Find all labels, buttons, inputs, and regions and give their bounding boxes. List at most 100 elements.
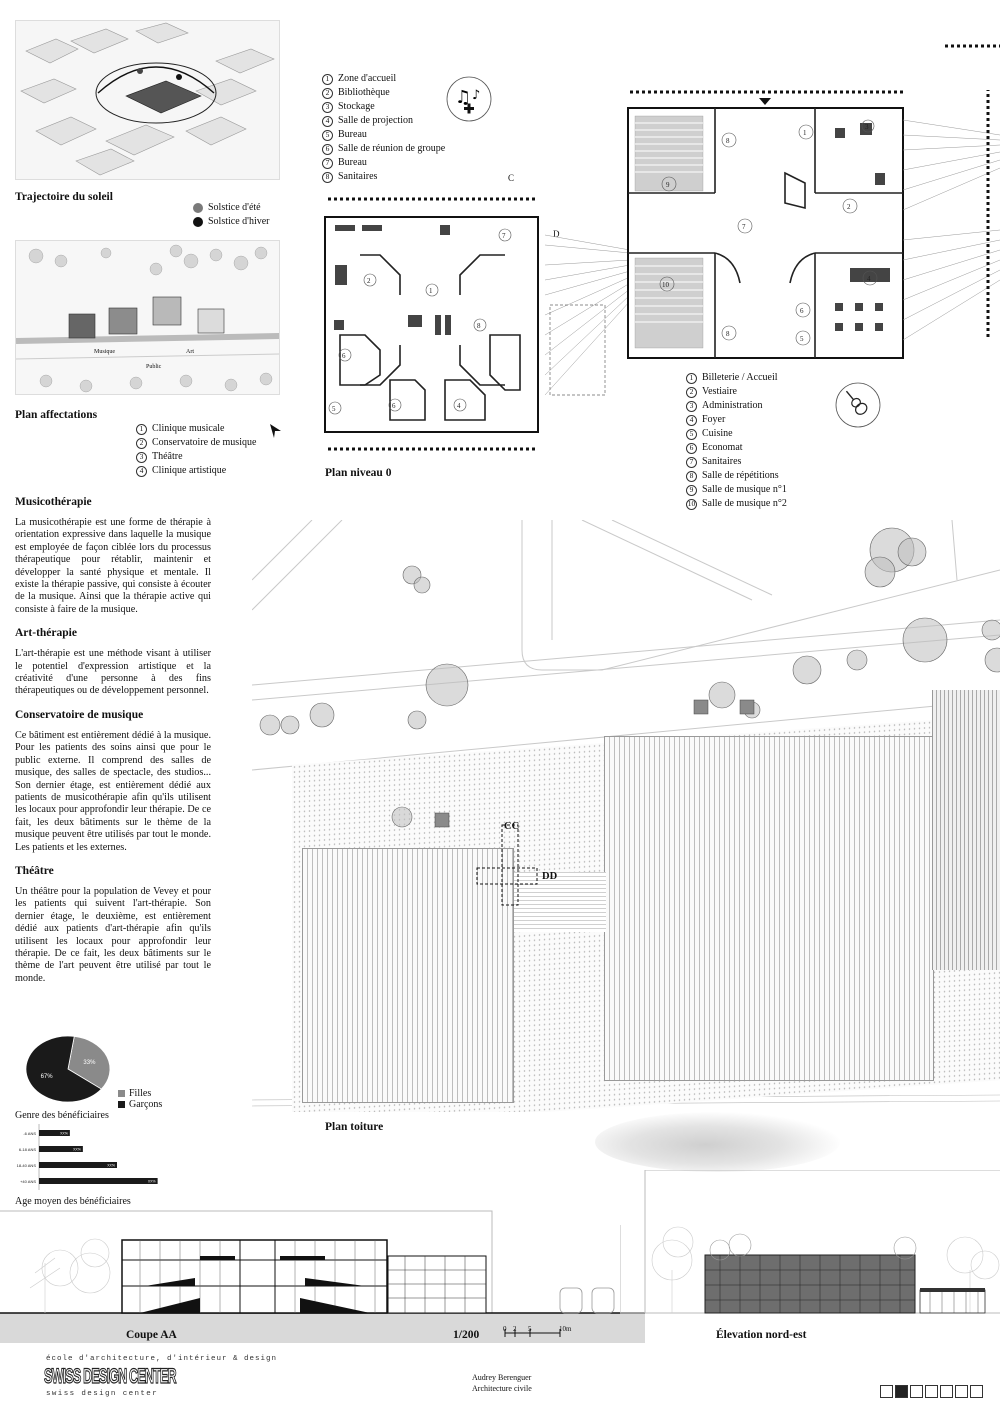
bar-tick-label: +40 ANS xyxy=(20,1179,36,1184)
pie-data-label: 67% xyxy=(41,1074,54,1080)
school-tagline: école d'architecture, d'intérieur & desi… xyxy=(46,1355,278,1363)
svg-text:6: 6 xyxy=(800,307,804,315)
bar-data-label: XX% xyxy=(107,1164,115,1168)
affectations-map: Musique Art Public xyxy=(15,240,280,395)
school-logo: SWISS DESIGN CENTER xyxy=(44,1364,177,1388)
conservatoire-body: Ce bâtiment est entièrement dédié à la m… xyxy=(15,729,211,853)
page-square xyxy=(895,1385,908,1398)
section-mark-c: C xyxy=(508,173,515,183)
plan0-right-stairs xyxy=(903,90,1000,355)
pie-slice-0 xyxy=(67,1035,111,1090)
boys-swatch-icon xyxy=(118,1101,125,1109)
svg-text:2: 2 xyxy=(847,203,851,211)
legend-summer: Solstice d'été xyxy=(193,201,270,215)
bar-3 xyxy=(39,1178,158,1184)
bar-tick-label: -6 ANS xyxy=(23,1131,36,1136)
page-square xyxy=(940,1385,953,1398)
page-square xyxy=(910,1385,923,1398)
svg-text:7: 7 xyxy=(742,223,746,231)
art-therapy-title: Art-thérapie xyxy=(15,627,77,640)
elevation-title: Élevation nord-est xyxy=(716,1329,807,1341)
theatre-body: Un théâtre pour la population de Vevey e… xyxy=(15,885,211,984)
page-indicator xyxy=(878,1385,983,1398)
svg-text:♫: ♫ xyxy=(455,87,471,108)
top-dashed-line xyxy=(945,44,1000,48)
svg-text:6: 6 xyxy=(392,402,396,410)
page-square xyxy=(880,1385,893,1398)
bar-1 xyxy=(39,1146,83,1152)
age-chart-title: Age moyen des bénéficiaires xyxy=(15,1196,131,1207)
svg-text:♪: ♪ xyxy=(472,88,480,103)
scale-tick-label: 2 xyxy=(513,1325,517,1333)
roof-plan-title: Plan toiture xyxy=(325,1121,384,1133)
svg-text:5: 5 xyxy=(800,335,804,343)
bar-data-label: XX% xyxy=(60,1132,68,1136)
page-square xyxy=(955,1385,968,1398)
roof-mark-cc: CC xyxy=(504,821,520,832)
text-column: Musicothérapie La musicothérapie est une… xyxy=(15,496,211,985)
summer-dot-icon xyxy=(193,202,203,213)
svg-text:4: 4 xyxy=(867,275,871,283)
sun-path-drawing xyxy=(15,20,280,180)
north-arrow-icon xyxy=(268,423,282,439)
page-square xyxy=(925,1385,938,1398)
section-aa-drawing xyxy=(0,1208,645,1363)
cloud-decoration xyxy=(595,1112,840,1172)
gender-pie-chart: 33% 67% xyxy=(13,1034,123,1104)
svg-text:5: 5 xyxy=(332,405,336,413)
svg-text:1: 1 xyxy=(429,287,433,295)
svg-text:10: 10 xyxy=(662,281,670,289)
svg-text:8: 8 xyxy=(726,330,730,338)
author-name: Audrey Berenguer xyxy=(472,1373,532,1382)
svg-text:4: 4 xyxy=(457,402,461,410)
roof-connector xyxy=(514,872,606,932)
scale-tick-label: 10m xyxy=(559,1325,572,1333)
svg-text:8: 8 xyxy=(726,137,730,145)
scale-label: 1/200 xyxy=(453,1329,480,1341)
conservatoire-title: Conservatoire de musique xyxy=(15,708,144,721)
section-aa-title: Coupe AA xyxy=(126,1329,177,1341)
map-label-art: Art xyxy=(186,349,194,355)
bar-0 xyxy=(39,1130,70,1136)
pie-slice-1 xyxy=(25,1035,103,1103)
discipline: Architecture civile xyxy=(472,1384,532,1393)
legend-girls: Filles xyxy=(118,1088,162,1099)
svg-text:3: 3 xyxy=(865,123,869,131)
pie-data-label: 33% xyxy=(83,1060,96,1066)
art-therapy-body: L'art-thérapie est une méthode visant à … xyxy=(15,648,211,697)
school-subtitle: swiss design center xyxy=(46,1390,159,1398)
scale-ticks: 0 2 5 10m xyxy=(503,1325,573,1337)
scale-tick-label: 5 xyxy=(528,1325,532,1333)
girls-swatch-icon xyxy=(118,1090,125,1098)
elevation-drawing xyxy=(620,1170,1000,1350)
svg-text:9: 9 xyxy=(666,181,670,189)
music-therapy-title: Musicothérapie xyxy=(15,496,92,508)
scale-tick-label: 0 xyxy=(503,1325,507,1333)
bar-data-label: XX% xyxy=(73,1148,81,1152)
sun-path-title: Trajectoire du soleil xyxy=(15,191,113,203)
page-square xyxy=(970,1385,983,1398)
violin-icon xyxy=(835,382,881,428)
bar-data-label: XX% xyxy=(148,1180,156,1184)
music-note-cross-icon: ♫ ♪ xyxy=(446,76,492,122)
legend-winter: Solstice d'hiver xyxy=(193,215,270,229)
svg-text:8: 8 xyxy=(477,322,481,330)
